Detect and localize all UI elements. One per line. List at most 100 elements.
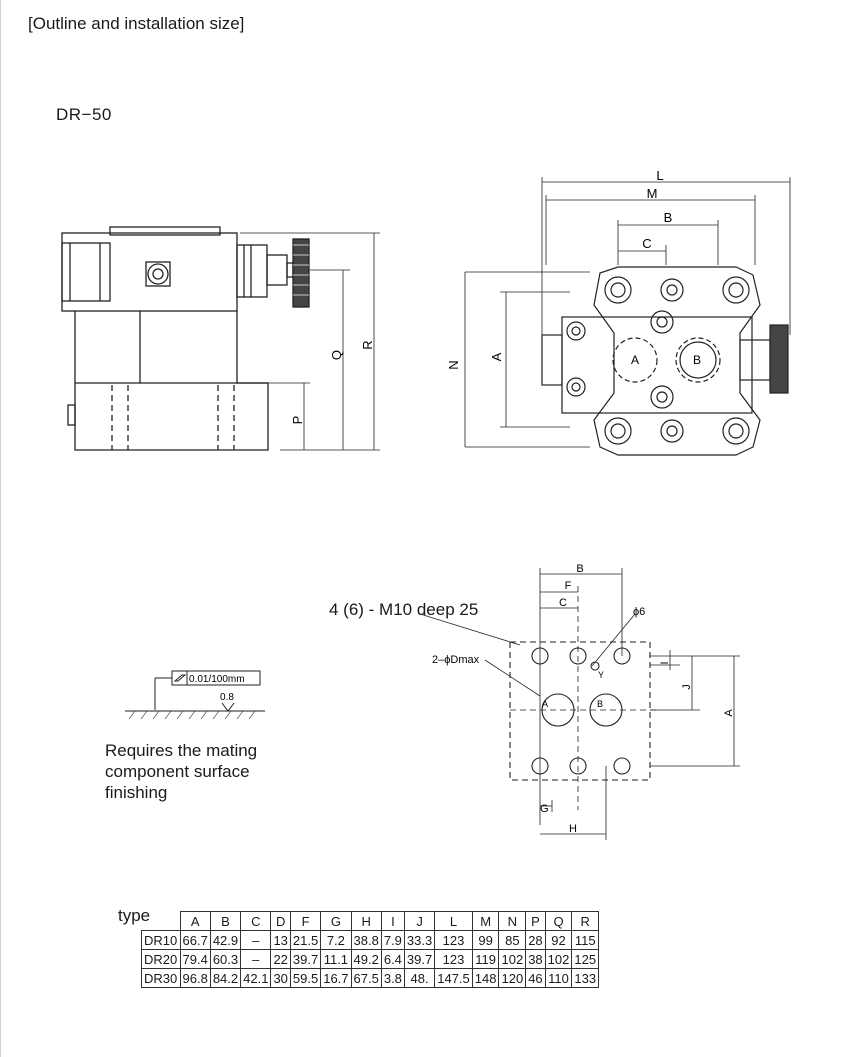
column-header: N — [498, 911, 527, 931]
mount-label-g: G — [540, 803, 549, 815]
row-type: DR30 — [141, 968, 181, 988]
table-cell: 120 — [498, 968, 527, 988]
table-cell: – — [240, 949, 272, 969]
table-cell: 92 — [544, 930, 573, 950]
side-body-top — [61, 232, 238, 312]
dim-label-l: L — [656, 168, 663, 183]
table-cell: 85 — [498, 930, 527, 950]
table-cell: 3.8 — [380, 968, 405, 988]
table-cell: 67.5 — [350, 968, 382, 988]
column-header: A — [179, 911, 211, 931]
dim-label-p: P — [290, 416, 305, 425]
page-border — [0, 0, 1, 1057]
mount-label-h: H — [569, 823, 577, 835]
mount-label-y: Y — [598, 670, 604, 680]
side-adjuster-nut — [266, 254, 288, 286]
side-knob — [292, 238, 310, 308]
dim-label-q: Q — [329, 350, 344, 360]
column-header: Q — [544, 911, 573, 931]
mount-port-label-b: B — [597, 699, 603, 709]
column-header: H — [350, 911, 382, 931]
column-header: D — [270, 911, 291, 931]
table-cell: 96.8 — [179, 968, 211, 988]
surface-note-line: finishing — [105, 783, 168, 802]
column-header: B — [209, 911, 242, 931]
table-cell: 7.2 — [320, 930, 352, 950]
table-cell: 48. — [403, 968, 436, 988]
mount-label-dmax: 2–ϕDmax — [432, 654, 480, 666]
table-cell: 38.8 — [350, 930, 382, 950]
column-header: M — [471, 911, 500, 931]
mount-port-label-a: A — [542, 699, 548, 709]
thread-callout: 4 (6) - M10 deep 25 — [329, 600, 479, 619]
side-body-lower — [74, 311, 269, 451]
table-cell: 115 — [571, 930, 600, 950]
mount-label-f: F — [565, 580, 572, 592]
table-cell: 38 — [525, 949, 546, 969]
mount-label-a: A — [723, 709, 735, 717]
table-cell: 33.3 — [403, 930, 436, 950]
table-cell: – — [240, 930, 272, 950]
top-view-drawing: L M B C N A A B — [446, 168, 791, 456]
mount-label-phi6: ϕ6 — [633, 606, 645, 618]
dim-label-a: A — [489, 352, 504, 361]
mount-label-i: I — [659, 661, 671, 664]
dim-label-c: C — [642, 236, 651, 251]
table-cell: 21.5 — [289, 930, 322, 950]
table-cell: 13 — [270, 930, 291, 950]
table-cell: 148 — [471, 968, 500, 988]
table-cell: 79.4 — [179, 949, 211, 969]
table-cell: 16.7 — [320, 968, 352, 988]
table-cell: 59.5 — [289, 968, 322, 988]
table-cell: 42.9 — [209, 930, 242, 950]
table-cell: 123 — [434, 949, 473, 969]
table-cell: 119 — [471, 949, 500, 969]
table-cell: 28 — [525, 930, 546, 950]
dim-label-r: R — [360, 340, 375, 349]
page-heading: [Outline and installation size] — [28, 14, 245, 33]
column-header: I — [380, 911, 405, 931]
column-header: L — [434, 911, 473, 931]
table-cell: 102 — [544, 949, 573, 969]
column-header: G — [320, 911, 352, 931]
table-cell: 147.5 — [434, 968, 473, 988]
flatness-value: 0.01/100mm — [189, 674, 245, 685]
dim-label-b: B — [664, 210, 673, 225]
row-type: DR10 — [141, 930, 181, 950]
table-cell: 125 — [571, 949, 600, 969]
side-view-drawing: P Q R — [61, 226, 380, 451]
mount-port-a — [541, 693, 575, 727]
column-header: F — [289, 911, 322, 931]
column-header: R — [571, 911, 600, 931]
surface-note: Requires the mating component surface fi… — [105, 740, 257, 803]
column-header: P — [525, 911, 546, 931]
table-cell: 42.1 — [240, 968, 272, 988]
dim-label-m: M — [647, 186, 658, 201]
surface-note-line: component surface — [105, 762, 250, 781]
table-cell: 49.2 — [350, 949, 382, 969]
model-label: DR−50 — [56, 105, 112, 124]
side-coil-left — [61, 242, 111, 302]
table-cell: 11.1 — [320, 949, 352, 969]
side-adjuster-body — [236, 244, 268, 298]
top-port-a — [612, 337, 658, 383]
mount-port-b — [589, 693, 623, 727]
top-port-b — [675, 337, 721, 383]
table-cell: 7.9 — [380, 930, 405, 950]
table-cell: 39.7 — [289, 949, 322, 969]
table-cell: 30 — [270, 968, 291, 988]
column-header: J — [403, 911, 436, 931]
table-cell: 60.3 — [209, 949, 242, 969]
top-body-outline — [593, 266, 761, 456]
mount-label-c: C — [559, 597, 567, 609]
surface-note-line: Requires the mating — [105, 741, 258, 760]
table-cell: 39.7 — [403, 949, 436, 969]
roughness-value: 0.8 — [220, 692, 234, 703]
table-corner — [141, 911, 181, 931]
